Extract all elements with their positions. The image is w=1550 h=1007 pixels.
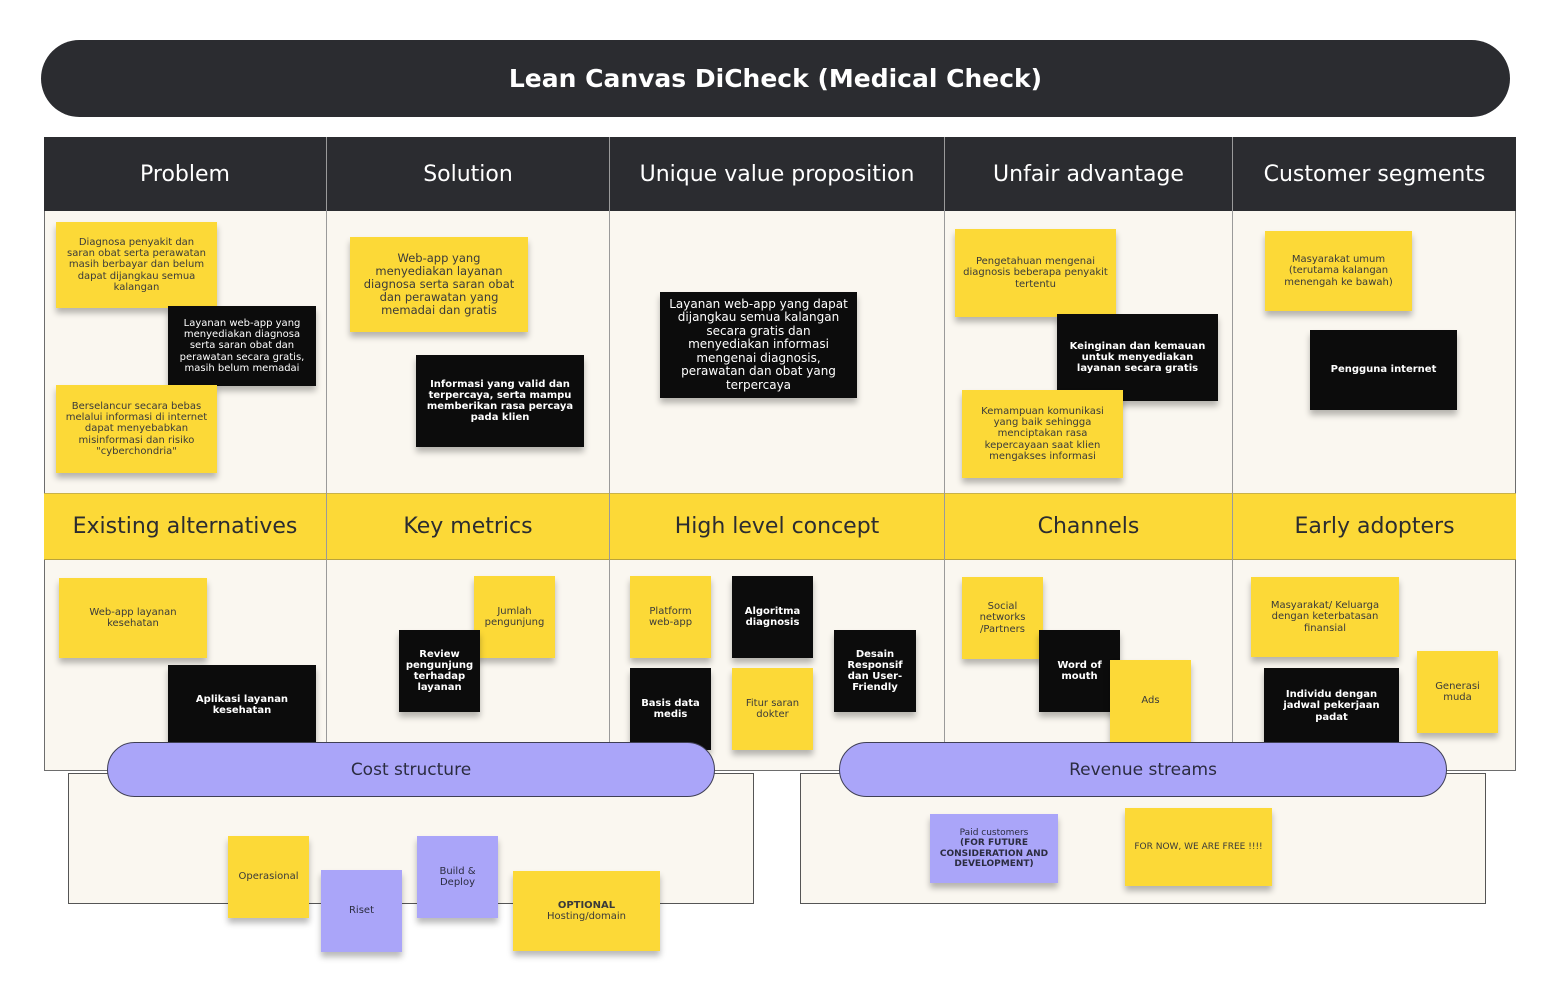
note-text: Algoritma diagnosis xyxy=(744,605,801,628)
sticky-note-solution-1[interactable]: Web-app yang menyediakan layanan diagnos… xyxy=(350,237,528,332)
top-header-row xyxy=(44,137,1516,211)
header-early-adopters: Early adopters xyxy=(1294,514,1455,539)
note-text: Kemampuan komunikasi yang baik sehingga … xyxy=(981,406,1104,462)
sticky-note-cost-4[interactable]: OPTIONAL Hosting/domain xyxy=(513,871,660,951)
note-text: Review pengunjung terhadap layanan xyxy=(405,648,474,694)
note-text: Masyarakat/ Keluarga dengan keterbatasan… xyxy=(1270,600,1380,634)
sticky-note-metric-1[interactable]: Jumlah pengunjung xyxy=(474,576,555,658)
sticky-note-segment-1[interactable]: Masyarakat umum (terutama kalangan menen… xyxy=(1265,231,1412,311)
note-text: Informasi yang valid dan terpercaya, ser… xyxy=(426,378,574,424)
header-key-metrics: Key metrics xyxy=(403,514,533,539)
page-title-text: Lean Canvas DiCheck (Medical Check) xyxy=(508,64,1043,93)
sticky-note-channel-3[interactable]: Ads xyxy=(1110,660,1191,742)
note-text: Riset xyxy=(348,905,374,917)
sticky-note-unfair-1[interactable]: Pengetahuan mengenai diagnosis beberapa … xyxy=(955,229,1116,317)
revenue-streams-text: Revenue streams xyxy=(1069,759,1217,780)
note-text: Aplikasi layanan kesehatan xyxy=(195,693,289,716)
sticky-note-problem-3[interactable]: Berselancur secara bebas melalui informa… xyxy=(56,385,217,473)
sticky-note-early-adopter-2[interactable]: Individu dengan jadwal pekerjaan padat xyxy=(1264,668,1399,744)
sticky-note-revenue-1[interactable]: Paid customers (FOR FUTURE CONSIDERATION… xyxy=(930,814,1058,883)
header-channels: Channels xyxy=(1037,514,1140,539)
sticky-note-problem-2[interactable]: Layanan web-app yang menyediakan diagnos… xyxy=(168,306,316,386)
note-text: Basis data medis xyxy=(641,697,700,720)
note-text: Individu dengan jadwal pekerjaan padat xyxy=(1283,689,1380,723)
page-title: Lean Canvas DiCheck (Medical Check) xyxy=(41,40,1510,117)
note-text-emphasis: OPTIONAL xyxy=(557,899,616,911)
sticky-note-uvp-1[interactable]: Layanan web-app yang dapat dijangkau sem… xyxy=(660,292,857,398)
note-text: Berselancur secara bebas melalui informa… xyxy=(65,401,208,457)
sticky-note-concept-5[interactable]: Fitur saran dokter xyxy=(732,668,813,750)
note-text: Hosting/domain xyxy=(546,911,627,922)
note-text: Jumlah pengunjung xyxy=(484,605,545,628)
column-divider xyxy=(944,137,945,771)
note-text: Word of mouth xyxy=(1057,659,1102,682)
header-solution: Solution xyxy=(423,161,513,187)
note-text: Desain Responsif dan User-Friendly xyxy=(847,648,903,694)
header-unique-value-proposition: Unique value proposition xyxy=(639,161,915,187)
note-text: Generasi muda xyxy=(1435,680,1480,703)
sticky-note-concept-1[interactable]: Platform web-app xyxy=(630,576,711,658)
note-text: Diagnosa penyakit dan saran obat serta p… xyxy=(67,237,206,293)
header-problem: Problem xyxy=(140,161,230,187)
sticky-note-cost-3[interactable]: Build & Deploy xyxy=(417,836,498,918)
note-text: Fitur saran dokter xyxy=(745,697,800,720)
cost-structure-text: Cost structure xyxy=(350,759,472,780)
sticky-note-unfair-3[interactable]: Kemampuan komunikasi yang baik sehingga … xyxy=(962,390,1123,478)
sticky-note-problem-1[interactable]: Diagnosa penyakit dan saran obat serta p… xyxy=(56,222,217,308)
note-text: Masyarakat umum (terutama kalangan menen… xyxy=(1284,254,1393,288)
sticky-note-concept-2[interactable]: Algoritma diagnosis xyxy=(732,576,813,658)
header-customer-segments: Customer segments xyxy=(1263,161,1486,187)
revenue-streams-label: Revenue streams xyxy=(839,742,1447,797)
cost-structure-label: Cost structure xyxy=(107,742,715,797)
note-text: Build & Deploy xyxy=(439,865,476,888)
note-text: Operasional xyxy=(238,871,299,883)
sticky-note-segment-2[interactable]: Pengguna internet xyxy=(1310,330,1457,410)
header-existing-alternatives: Existing alternatives xyxy=(72,514,298,539)
note-text: Ads xyxy=(1141,695,1160,707)
column-divider xyxy=(609,137,610,771)
column-divider xyxy=(1232,137,1233,771)
sticky-note-solution-2[interactable]: Informasi yang valid dan terpercaya, ser… xyxy=(416,355,584,447)
middle-header-row xyxy=(44,493,1516,560)
sticky-note-revenue-2[interactable]: FOR NOW, WE ARE FREE !!!! xyxy=(1125,808,1272,886)
note-text: Platform web-app xyxy=(648,605,693,628)
note-text: Social networks /Partners xyxy=(979,601,1026,635)
note-text: Layanan web-app yang menyediakan diagnos… xyxy=(179,318,305,374)
note-text: FOR NOW, WE ARE FREE !!!! xyxy=(1134,841,1263,852)
note-text: Pengetahuan mengenai diagnosis beberapa … xyxy=(963,256,1108,290)
note-text: Web-app layanan kesehatan xyxy=(89,606,177,629)
note-text: Paid customers xyxy=(959,828,1029,839)
sticky-note-concept-4[interactable]: Basis data medis xyxy=(630,668,711,750)
note-text-emphasis: (FOR FUTURE CONSIDERATION AND DEVELOPMEN… xyxy=(939,838,1049,869)
note-text: Web-app yang menyediakan layanan diagnos… xyxy=(363,251,515,317)
sticky-note-concept-3[interactable]: Desain Responsif dan User-Friendly xyxy=(834,630,916,712)
sticky-note-cost-2[interactable]: Riset xyxy=(321,870,402,952)
sticky-note-alternative-1[interactable]: Web-app layanan kesehatan xyxy=(59,578,207,658)
sticky-note-channel-1[interactable]: Social networks /Partners xyxy=(962,577,1043,659)
sticky-note-unfair-2[interactable]: Keinginan dan kemauan untuk menyediakan … xyxy=(1057,314,1218,401)
header-unfair-advantage: Unfair advantage xyxy=(993,161,1184,187)
note-text: Pengguna internet xyxy=(1330,364,1437,376)
sticky-note-early-adopter-1[interactable]: Masyarakat/ Keluarga dengan keterbatasan… xyxy=(1251,577,1399,657)
header-high-level-concept: High level concept xyxy=(674,514,880,539)
sticky-note-early-adopter-3[interactable]: Generasi muda xyxy=(1417,651,1498,733)
sticky-note-cost-1[interactable]: Operasional xyxy=(228,836,309,918)
sticky-note-channel-2[interactable]: Word of mouth xyxy=(1039,630,1120,712)
column-divider xyxy=(326,137,327,771)
note-text: Keinginan dan kemauan untuk menyediakan … xyxy=(1069,340,1206,375)
sticky-note-metric-2[interactable]: Review pengunjung terhadap layanan xyxy=(399,630,480,712)
sticky-note-alternative-2[interactable]: Aplikasi layanan kesehatan xyxy=(168,665,316,745)
note-text: Layanan web-app yang dapat dijangkau sem… xyxy=(669,296,848,392)
